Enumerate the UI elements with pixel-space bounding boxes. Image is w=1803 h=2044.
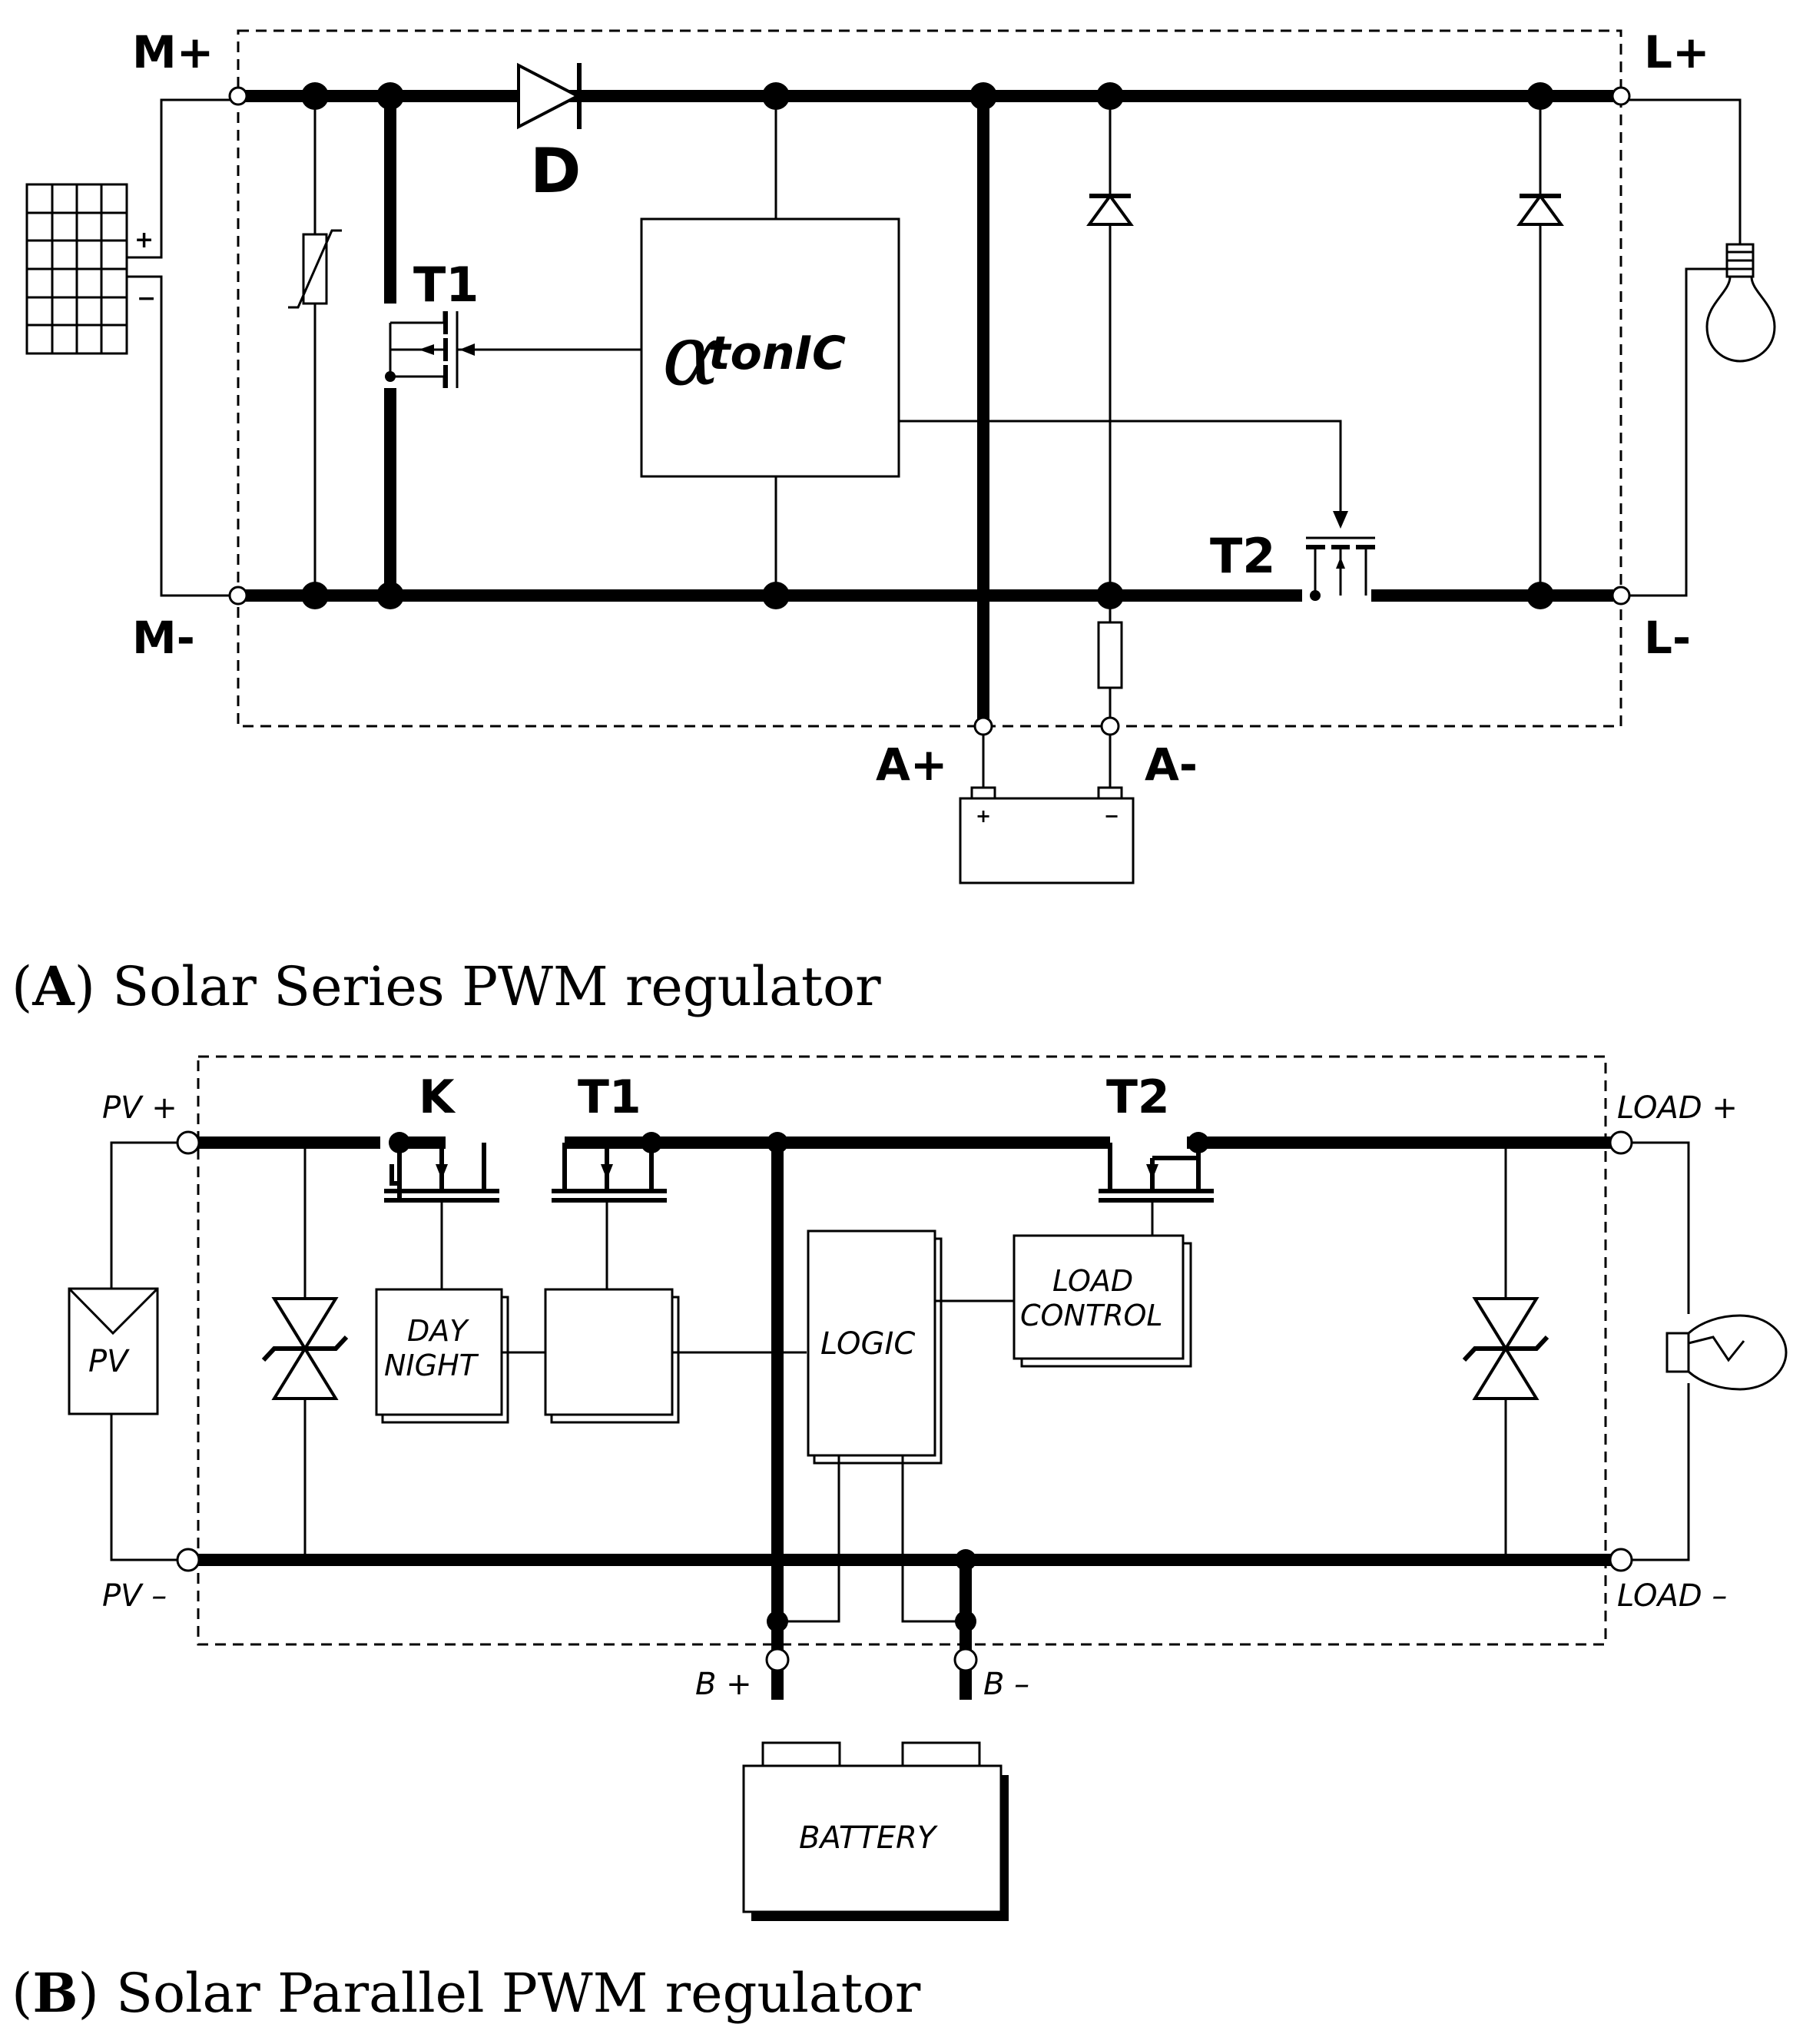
l-minus-label: L- bbox=[1644, 612, 1691, 664]
driver-block bbox=[544, 1288, 674, 1416]
night-label: NIGHT bbox=[384, 1349, 479, 1382]
a-plus-label: A+ bbox=[876, 738, 948, 791]
t2-mosfet bbox=[1306, 536, 1375, 601]
k-label: K bbox=[419, 1070, 456, 1124]
load-plus-label: LOAD + bbox=[1617, 1090, 1738, 1126]
atonic-controller bbox=[640, 217, 900, 478]
load-control-block bbox=[1013, 1234, 1185, 1360]
fuse bbox=[1097, 621, 1123, 689]
b-plus-label: B + bbox=[695, 1667, 752, 1702]
a-minus-label: A- bbox=[1145, 738, 1198, 791]
lightbulb-b-icon bbox=[1621, 1141, 1788, 1561]
caption-b: (B) Solar Parallel PWM regulator bbox=[12, 1961, 921, 2025]
panel-plus-sign: + bbox=[134, 227, 154, 254]
battery-a bbox=[959, 735, 1135, 884]
solar-panel-icon bbox=[25, 183, 128, 355]
logic-label: LOGIC bbox=[820, 1326, 915, 1362]
t1-label-b: T1 bbox=[578, 1070, 641, 1124]
l-plus-label: L+ bbox=[1644, 26, 1710, 78]
pv-plus-label: PV + bbox=[102, 1090, 177, 1126]
b-minus-label: B – bbox=[983, 1667, 1029, 1702]
t2-switch-b bbox=[1099, 1143, 1214, 1236]
battery-label: BATTERY bbox=[799, 1820, 939, 1856]
t1-switch-b bbox=[552, 1140, 667, 1289]
battery-a-plus: + bbox=[976, 805, 991, 827]
pv-minus-label: PV – bbox=[102, 1578, 167, 1614]
diagram-b-parallel-regulator: PV K bbox=[12, 1055, 1788, 2025]
battery-b bbox=[742, 1741, 1009, 1921]
day-night-block bbox=[375, 1288, 503, 1416]
t2-label-a: T2 bbox=[1210, 528, 1275, 584]
caption-a: (A) Solar Series PWM regulator bbox=[12, 954, 881, 1018]
day-label: DAY bbox=[407, 1314, 469, 1348]
t2-label-b: T2 bbox=[1106, 1070, 1170, 1124]
tvs-diode-1 bbox=[261, 1143, 349, 1560]
tvs-diode-2 bbox=[1462, 1143, 1549, 1560]
enclosure-a bbox=[237, 29, 1622, 728]
pv-panel-label: PV bbox=[88, 1344, 130, 1379]
junctions-b bbox=[389, 1132, 1209, 1632]
t1-label-a: T1 bbox=[413, 257, 479, 313]
lightbulb-icon bbox=[1621, 98, 1776, 597]
load-minus-label: LOAD – bbox=[1617, 1578, 1727, 1614]
m-minus-label: M- bbox=[132, 612, 195, 664]
diode-label: D bbox=[530, 135, 581, 207]
logic-block bbox=[807, 1229, 936, 1457]
atonic-logo: tonIC bbox=[708, 327, 846, 380]
battery-a-minus: − bbox=[1104, 805, 1119, 827]
enclosure-b bbox=[197, 1055, 1607, 1646]
diagram-a-series-regulator: + − T1 bbox=[12, 26, 1776, 1018]
load-control-label-1: LOAD bbox=[1052, 1264, 1133, 1298]
atonic-logo-a: α bbox=[662, 306, 719, 404]
load-control-label-2: CONTROL bbox=[1020, 1299, 1163, 1332]
panel-minus-sign: − bbox=[137, 285, 156, 312]
t1-mosfet bbox=[385, 311, 645, 388]
k-switch bbox=[384, 1143, 499, 1289]
m-plus-label: M+ bbox=[132, 26, 214, 78]
junctions-a bbox=[301, 82, 1554, 609]
pv-panel bbox=[68, 1287, 159, 1415]
diode-d bbox=[517, 62, 582, 130]
